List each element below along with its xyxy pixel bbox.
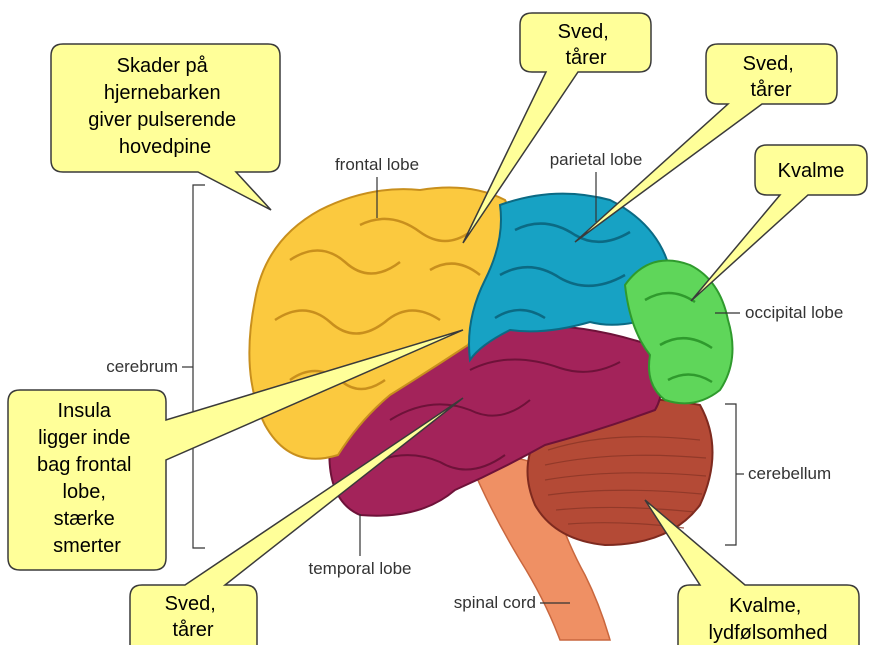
temporal-lobe-label: temporal lobe xyxy=(308,559,411,578)
callout-insula-line: ligger inde xyxy=(38,427,130,449)
callout-cortex-line: hovedpine xyxy=(119,136,211,158)
cerebellum-label: cerebellum xyxy=(748,464,831,483)
callout-kvalme-lyd-line: Kvalme, xyxy=(729,595,801,617)
occipital-lobe-label: occipital lobe xyxy=(745,303,843,322)
callout-sved-line: Sved, xyxy=(743,53,794,75)
callout-cortex-line: giver pulserende xyxy=(88,109,236,131)
callout-insula-line: smerter xyxy=(53,535,121,557)
callout-sved-line: tårer xyxy=(565,47,606,69)
frontal-lobe-label: frontal lobe xyxy=(335,155,419,174)
callout-sved-line: Sved, xyxy=(558,21,609,43)
callout-cortex-line: Skader på xyxy=(117,55,209,77)
callout-insula-line: bag frontal xyxy=(37,454,132,476)
callout-sved-parietal: Sved, tårer xyxy=(575,44,837,242)
callout-kvalme-lyd-line: lydfølsomhed xyxy=(709,622,828,644)
callout-cortex-damage: Skader på hjernebarken giver pulserende … xyxy=(51,44,280,210)
callout-kvalme-line: Kvalme xyxy=(778,160,845,182)
callout-kvalme: Kvalme xyxy=(691,145,867,301)
callout-insula-line: stærke xyxy=(54,508,115,530)
cerebrum-bracket xyxy=(193,185,205,548)
callout-sved-line: tårer xyxy=(750,79,791,101)
parietal-lobe-label: parietal lobe xyxy=(550,150,643,169)
callout-cortex-line: hjernebarken xyxy=(104,82,221,104)
callout-insula-line: lobe, xyxy=(63,481,106,503)
callout-sved-line: tårer xyxy=(172,619,213,641)
cerebrum-label: cerebrum xyxy=(106,357,178,376)
callout-sved-line: Sved, xyxy=(165,593,216,615)
svg-text:Kvalme: Kvalme xyxy=(778,160,845,182)
spinal-cord-label: spinal cord xyxy=(454,593,536,612)
callout-insula-line: Insula xyxy=(58,400,112,422)
cerebellum-bracket xyxy=(725,404,736,545)
